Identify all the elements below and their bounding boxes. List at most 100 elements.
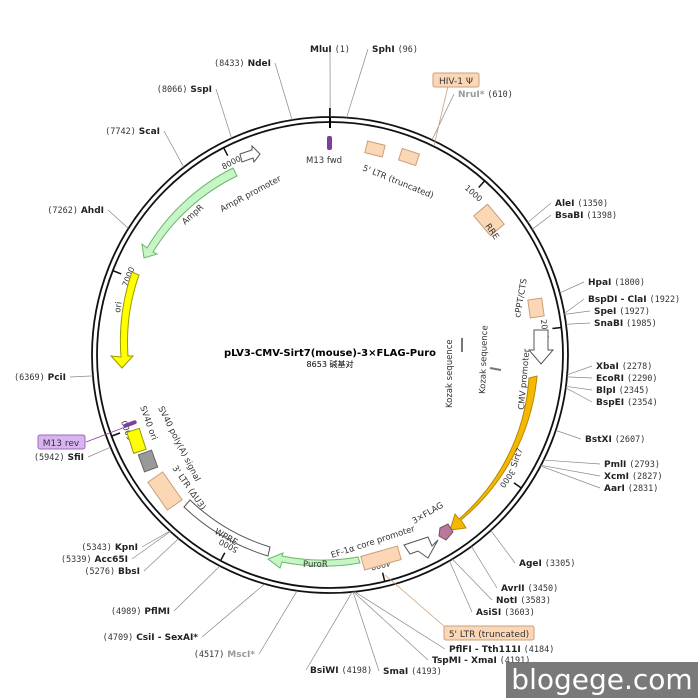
site-label: SnaBI (1985) xyxy=(594,319,657,329)
site-name: AgeI xyxy=(519,559,542,569)
site-position: (4191) xyxy=(500,656,531,666)
site-leader-line xyxy=(567,365,593,376)
site-position: (1350) xyxy=(577,199,608,209)
site-label: EcoRI (2290) xyxy=(596,374,658,384)
site-position: (1927) xyxy=(619,307,650,317)
site-name: CsiI - SexAI* xyxy=(136,633,198,643)
site-leader-line xyxy=(173,565,221,612)
site-name: MluI xyxy=(310,45,332,55)
site-position: (5276) xyxy=(84,567,115,577)
kozak-1-label: Kozak sequence xyxy=(445,339,455,408)
hiv-psi-text: HIV-1 Ψ xyxy=(439,77,473,87)
site-position: (5942) xyxy=(34,453,65,463)
site-leader-line xyxy=(305,591,353,671)
site-leader-line xyxy=(87,446,111,458)
site-leader-line xyxy=(471,546,498,589)
site-label: PflFI - Tth111I (4184) xyxy=(449,645,554,655)
site-name: XbaI xyxy=(596,362,619,372)
site-position: (1) xyxy=(335,45,350,55)
site-name: BspDI - ClaI xyxy=(588,295,647,305)
site-label: AvrII (3450) xyxy=(501,584,558,594)
site-name: Acc65I xyxy=(94,555,128,565)
site-position: (4517) xyxy=(194,650,225,660)
site-position: (5343) xyxy=(81,543,112,553)
site-leader-line xyxy=(527,202,552,223)
site-leader-line xyxy=(449,560,473,613)
sv40-ori-feature xyxy=(126,427,147,454)
site-name: PmlI xyxy=(604,460,626,470)
site-position: (4198) xyxy=(341,666,372,676)
m13-rev-feature xyxy=(123,420,137,428)
tick-mark xyxy=(478,180,486,189)
site-name: AhdI xyxy=(81,206,104,216)
site-name: XcmI xyxy=(604,472,629,482)
site-position: (4709) xyxy=(103,633,134,643)
site-label: SmaI (4193) xyxy=(383,667,442,677)
site-leader-line xyxy=(258,590,298,655)
ltr5-bottom-feature xyxy=(360,545,402,571)
flag-feature xyxy=(438,523,454,541)
hiv-psi-badge: HIV-1 Ψ xyxy=(432,72,480,147)
site-position: (2290) xyxy=(627,374,658,384)
site-label: BsiWI (4198) xyxy=(310,666,372,676)
site-label: BlpI (2345) xyxy=(596,386,649,396)
site-name: TspMI - XmaI xyxy=(432,656,497,666)
site-leader-line xyxy=(215,88,232,139)
site-label: (8433) NdeI xyxy=(214,59,271,69)
site-label: NruI* (610) xyxy=(458,90,513,100)
flag-label: 3×FLAG xyxy=(411,501,446,527)
site-position: (2793) xyxy=(629,460,660,470)
site-leader-line xyxy=(131,531,171,560)
site-name: BsaBI xyxy=(555,211,584,221)
site-position: (96) xyxy=(398,45,418,55)
site-label: BsaBI (1398) xyxy=(555,211,617,221)
site-name: AarI xyxy=(604,484,625,494)
ori-feature xyxy=(109,271,140,369)
site-label: (5942) SfiI xyxy=(34,453,84,463)
rre-feature xyxy=(473,203,505,237)
m13-fwd-label: M13 fwd xyxy=(306,156,342,166)
tick-mark xyxy=(513,482,522,489)
site-label: AleI (1350) xyxy=(555,199,608,209)
site-leader-line xyxy=(141,530,171,548)
site-label: MluI (1) xyxy=(310,45,350,55)
site-leader-line xyxy=(69,375,93,378)
ampr-feature xyxy=(141,167,238,259)
site-name: BspEI xyxy=(596,398,624,408)
m13-rev-badge: M13 rev xyxy=(37,425,129,450)
site-leader-line xyxy=(564,298,585,314)
tick-label: 2000 xyxy=(539,319,550,340)
site-label: AsiSI (3603) xyxy=(476,608,535,618)
site-name: ScaI xyxy=(139,127,160,137)
site-label: BspEI (2354) xyxy=(596,398,658,408)
site-name: SmaI xyxy=(383,667,408,677)
site-name: SpeI xyxy=(594,307,616,317)
m13-rev-text: M13 rev xyxy=(43,439,80,449)
plasmid-name: pLV3-CMV-Sirt7(mouse)-3×FLAG-Puro xyxy=(224,348,436,359)
site-label: AgeI (3305) xyxy=(519,559,575,569)
ltr5-label: 5' LTR (truncated) xyxy=(361,164,435,202)
site-name: EcoRI xyxy=(596,374,624,384)
cppt-label: cPPT/CTS xyxy=(513,278,530,319)
tick-mark xyxy=(112,269,122,275)
site-label: TspMI - XmaI (4191) xyxy=(432,656,530,666)
site-labels: MluI (1)SphI (96)NruI* (610)AleI (1350)B… xyxy=(14,45,680,677)
site-label: XcmI (2827) xyxy=(604,472,663,482)
site-position: (3450) xyxy=(528,584,559,594)
site-name: SnaBI xyxy=(594,319,623,329)
site-position: (4193) xyxy=(411,667,442,677)
site-position: (2607) xyxy=(615,435,646,445)
site-position: (4989) xyxy=(111,607,142,617)
site-leader-line xyxy=(353,591,429,661)
site-label: (7262) AhdI xyxy=(47,206,104,216)
sirt7-feature xyxy=(449,375,538,531)
site-position: (2354) xyxy=(627,398,658,408)
cmv-promoter-feature xyxy=(527,329,555,365)
site-name: SspI xyxy=(190,85,212,95)
site-label: (8066) SspI xyxy=(157,85,212,95)
site-leader-line xyxy=(564,310,591,315)
site-leader-line xyxy=(354,591,446,650)
site-label: XbaI (2278) xyxy=(596,362,652,372)
site-leader-line xyxy=(531,214,552,230)
